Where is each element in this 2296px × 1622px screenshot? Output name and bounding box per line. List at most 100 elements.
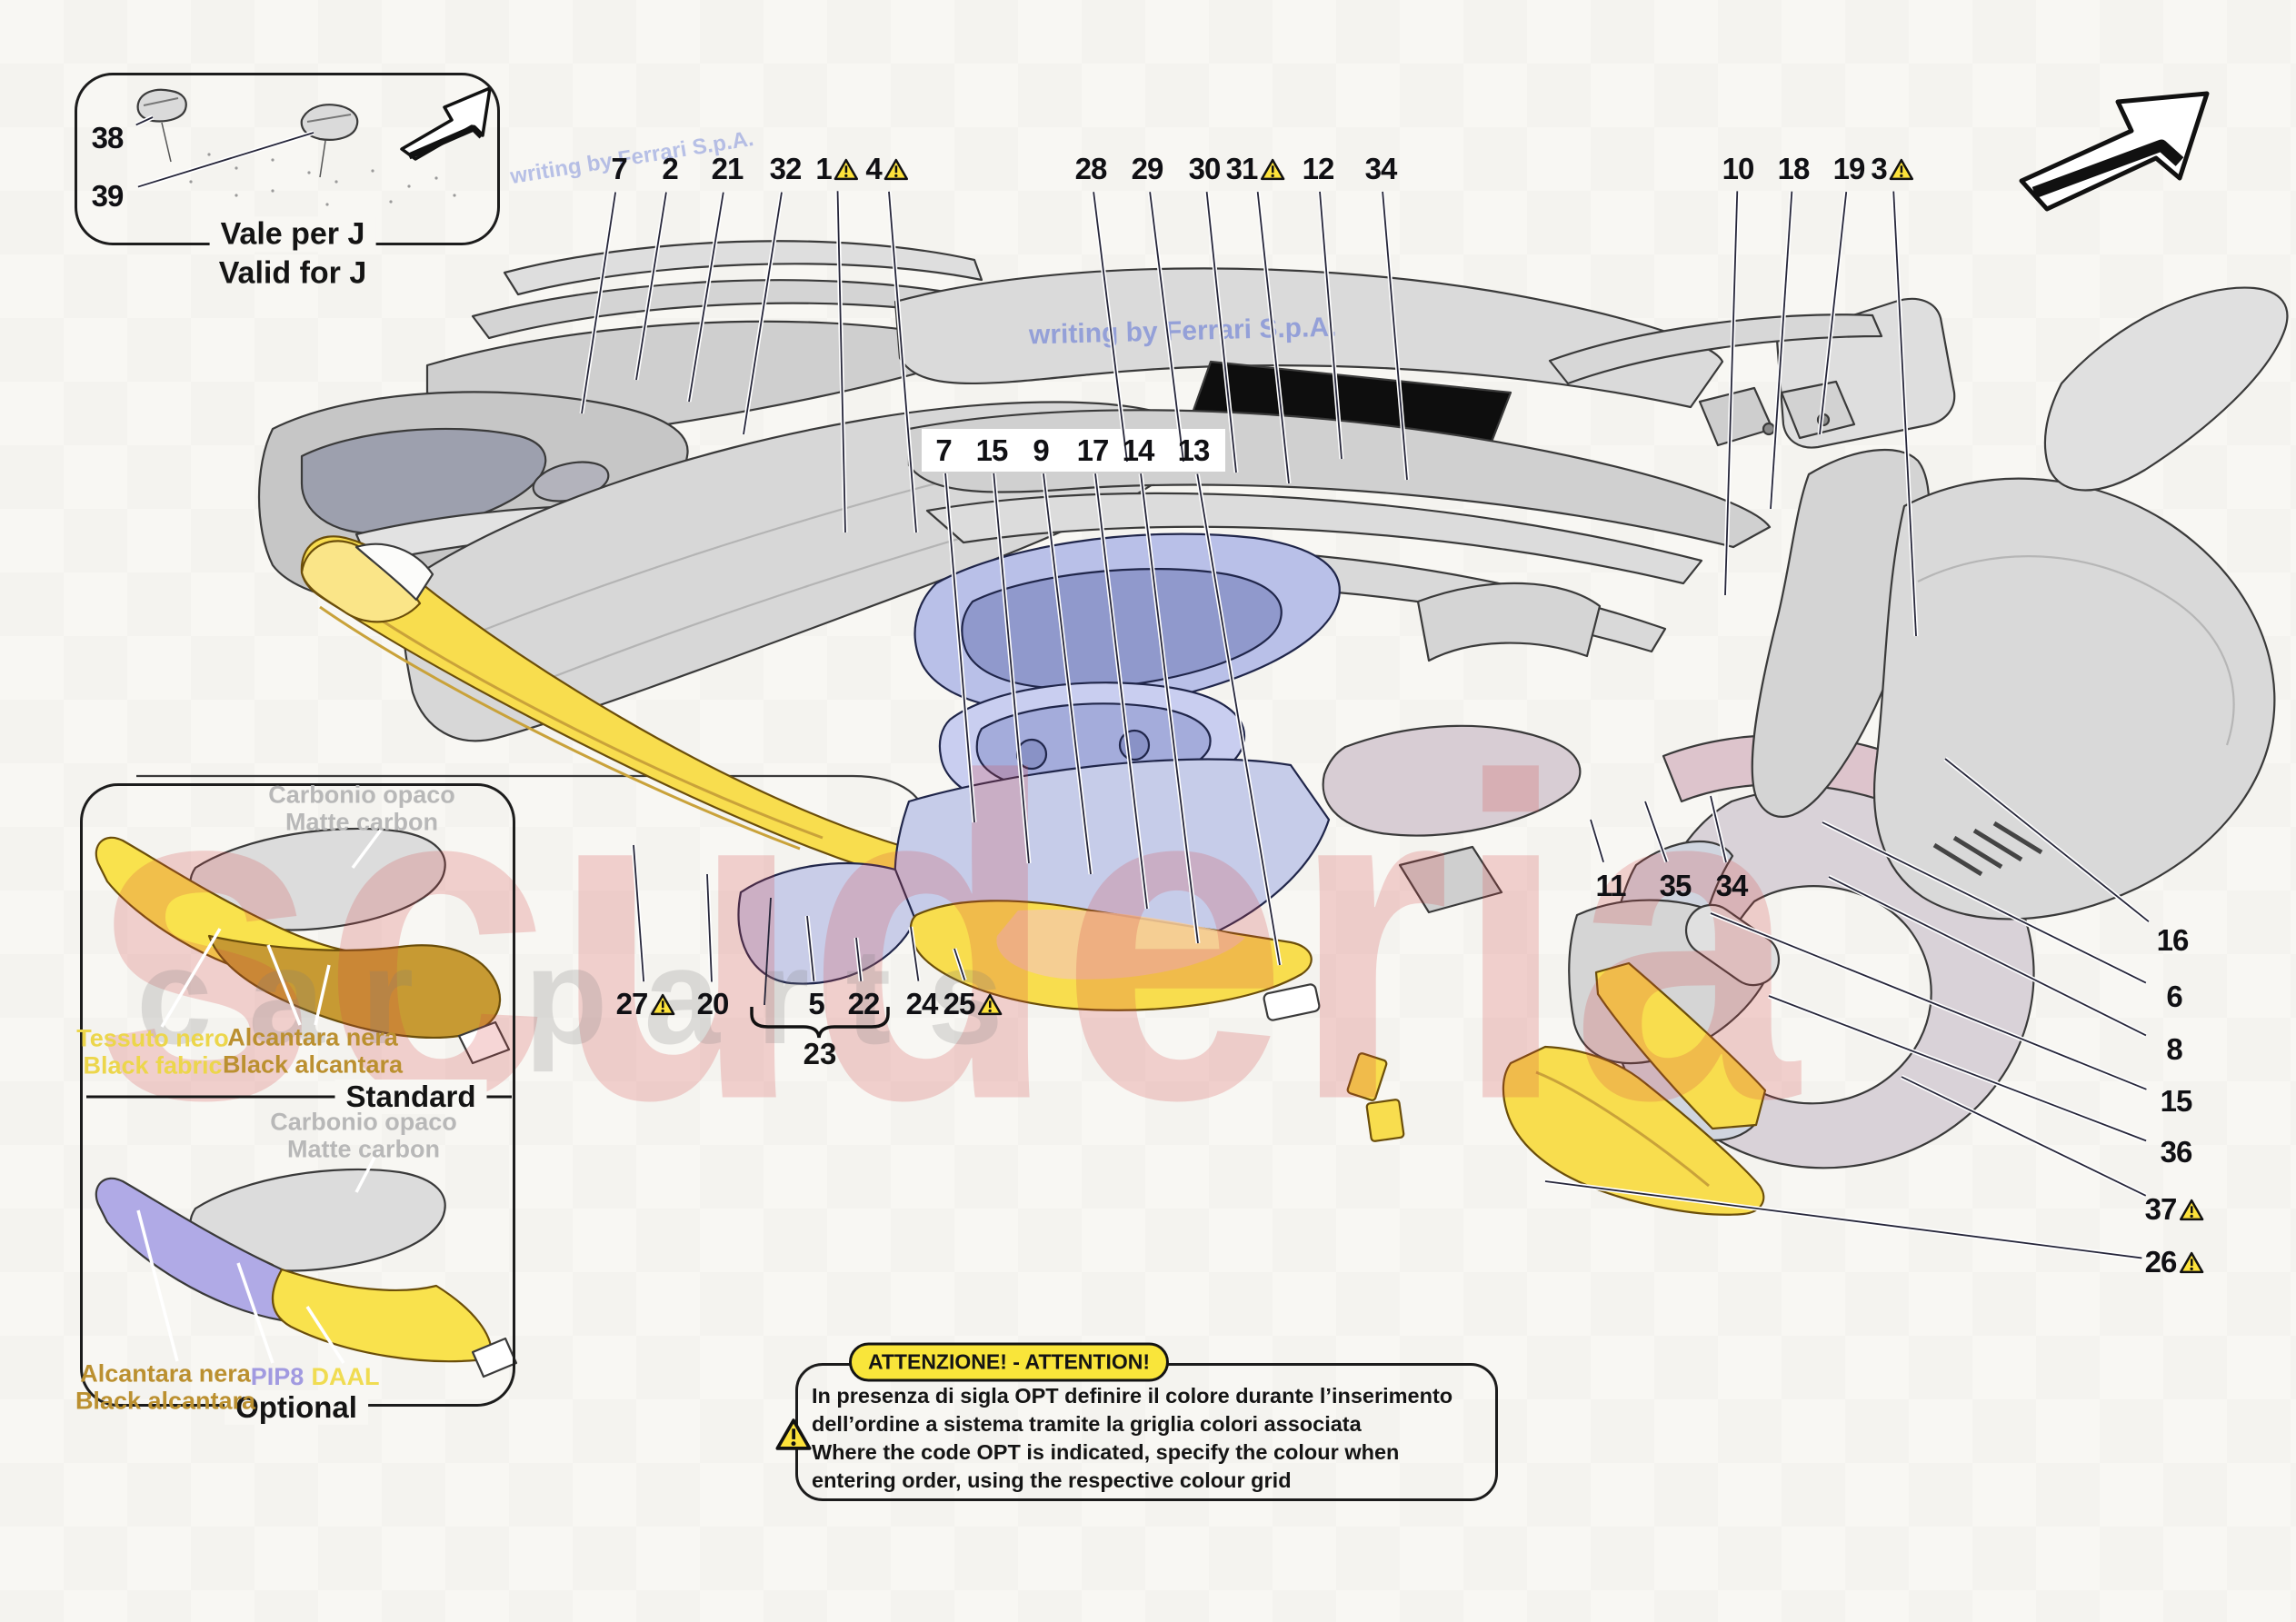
leader-line — [1891, 191, 1919, 637]
leader-line — [688, 192, 724, 403]
callout-16: 16 — [2156, 923, 2190, 958]
leader-line — [836, 191, 846, 533]
hood-shell-part — [425, 320, 956, 434]
leader-line — [1722, 191, 1740, 596]
leader-line — [1196, 473, 1281, 966]
callout-number: 32 — [769, 152, 803, 185]
callout-28: 28 — [1075, 152, 1108, 186]
leader-line — [741, 192, 784, 435]
leader-line — [1724, 191, 1739, 596]
leader-line — [993, 473, 1030, 864]
leader-line — [1380, 191, 1410, 481]
callout-number: 30 — [1188, 152, 1222, 185]
warning-icon — [2179, 1251, 2204, 1273]
leader-line — [1819, 192, 1848, 435]
visor-strip-part — [503, 240, 983, 296]
callout-number: 16 — [2156, 923, 2190, 957]
visor-strip-part — [471, 279, 971, 340]
callout-7: 7 — [611, 152, 627, 186]
callout-12: 12 — [1303, 152, 1335, 186]
warning-icon — [2179, 1199, 2204, 1220]
callout-number: 2 — [662, 152, 678, 185]
callout-7: 7 — [935, 433, 952, 468]
callout-number: 25 — [943, 987, 976, 1020]
leader-line — [1544, 1180, 2142, 1259]
leader-line — [1319, 191, 1343, 460]
label-pip8: PIP8 — [250, 1363, 304, 1391]
leader-line — [806, 915, 815, 981]
callout-24: 24 — [906, 987, 939, 1021]
bracket-23 — [750, 1007, 890, 1039]
pillar-trim-part — [1751, 448, 1931, 818]
leader-line — [1091, 191, 1130, 463]
callout-number: 4 — [865, 152, 882, 185]
leader-line — [1588, 819, 1606, 863]
dash-top-panel-part — [401, 401, 1194, 742]
leader-line — [1768, 995, 2147, 1142]
callout-1: 1 — [815, 152, 859, 186]
leader-line — [1710, 911, 2148, 1092]
callout-32: 32 — [769, 152, 803, 186]
glovebox-door-part — [737, 862, 917, 985]
callout-number: 26 — [2144, 1245, 2178, 1279]
callout-23: 23 — [803, 1037, 837, 1070]
callout-number: 22 — [847, 987, 881, 1020]
leader-line — [1822, 821, 2147, 984]
leader-line — [1943, 757, 2151, 924]
callout-8: 8 — [2166, 1032, 2182, 1067]
callout-15: 15 — [975, 433, 1009, 468]
callout-25: 25 — [943, 987, 1003, 1021]
callout-number: 15 — [2160, 1084, 2193, 1118]
callout-number: 20 — [696, 987, 730, 1020]
binnacle-vent — [532, 461, 610, 503]
callout-18: 18 — [1777, 152, 1811, 186]
callout-number: 34 — [1364, 152, 1398, 185]
leader-line — [855, 937, 863, 981]
leader-line — [886, 191, 919, 533]
callout-5: 5 — [808, 987, 824, 1021]
callout-4: 4 — [865, 152, 909, 186]
callout-number: 21 — [711, 152, 744, 185]
mid-panel-part — [907, 409, 1772, 549]
leader-line — [1147, 191, 1186, 463]
leader-line — [1093, 473, 1150, 910]
callout-31: 31 — [1226, 152, 1285, 186]
watermark-note: writing by Ferrari S.p.A. — [1028, 312, 1337, 351]
callout-number: 15 — [975, 433, 1009, 467]
leader-line — [944, 473, 975, 823]
leader-line — [910, 926, 920, 981]
leader-line — [1828, 876, 2147, 1037]
leader-line — [952, 948, 967, 981]
callout-number: 17 — [1076, 433, 1110, 467]
callout-37: 37 — [2145, 1192, 2204, 1227]
leader-line — [1768, 191, 1794, 510]
callout-6: 6 — [2166, 980, 2182, 1014]
optional-divider-label: Optional — [225, 1390, 368, 1425]
leader-line — [631, 844, 646, 982]
rail-part — [925, 492, 1703, 585]
callout-number: 13 — [1177, 433, 1211, 467]
dash-mid-body-part — [893, 758, 1331, 972]
leader-line — [1768, 993, 2148, 1143]
callout-number: 18 — [1777, 152, 1811, 185]
callout-number: 3 — [1871, 152, 1887, 185]
callout-number: 7 — [611, 152, 627, 185]
leader-line — [991, 473, 1032, 864]
inset-caption-it: Vale per J — [209, 216, 376, 253]
callout-36: 36 — [2161, 1135, 2193, 1169]
leader-line — [635, 192, 667, 381]
leader-line — [1892, 191, 1917, 637]
leader-line — [1544, 1179, 2142, 1260]
callout-22: 22 — [847, 987, 881, 1021]
callout-10: 10 — [1722, 152, 1755, 186]
leader-line — [686, 192, 726, 403]
leader-line — [633, 844, 645, 982]
direction-arrow-icon — [2019, 91, 2210, 212]
leader-line — [1382, 191, 1408, 481]
callout-30: 30 — [1188, 152, 1222, 186]
callout-34: 34 — [1364, 152, 1398, 186]
